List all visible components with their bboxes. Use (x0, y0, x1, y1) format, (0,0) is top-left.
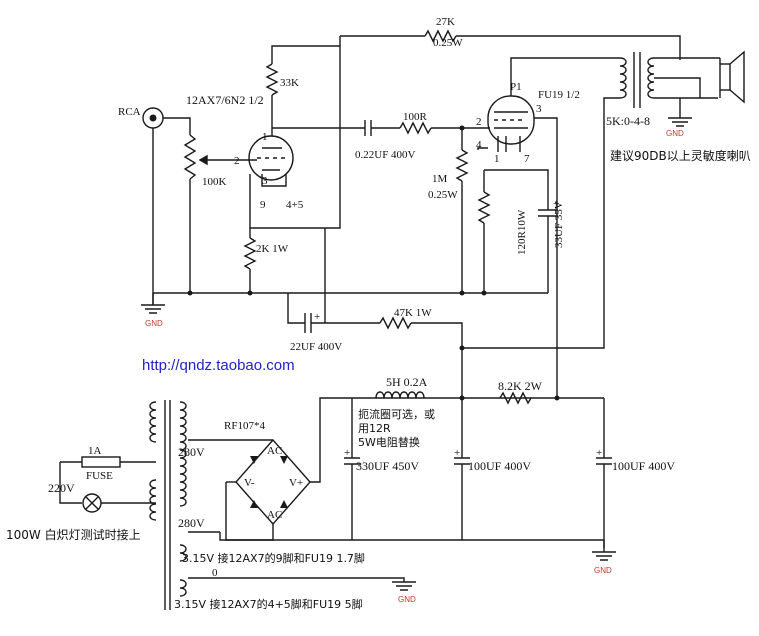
mains-label: 220V (48, 481, 75, 495)
ground-icon (592, 540, 616, 561)
r100-label: 100R (403, 111, 428, 123)
power-transformer-icon (149, 400, 187, 610)
output-transformer-icon (619, 52, 655, 108)
p1-label: P1 (510, 81, 522, 93)
grid-leak-1m (455, 149, 469, 182)
tube2-pin7: 7 (524, 153, 530, 165)
tube1-pin9: 9 (260, 199, 266, 211)
c33-plus: + (553, 198, 559, 210)
vplus-label: V+ (289, 477, 303, 489)
r1m-label: 1M (432, 173, 448, 185)
filter-resistor-8k2 (499, 391, 532, 405)
tube-fu19-icon (487, 95, 535, 152)
speaker-note: 建议90DB以上灵敏度喇叭 (610, 148, 751, 163)
bulb-note: 100W 白炽灯测试时接上 (6, 527, 141, 542)
c100b-label: 100UF 400V (612, 459, 675, 473)
shop-url[interactable]: http://qndz.taobao.com (142, 357, 295, 374)
ot-label: 5K:0-4-8 (606, 114, 650, 128)
tube-12ax7-icon (248, 135, 294, 187)
c22-plus: + (314, 311, 320, 323)
plate-resistor-33k (265, 63, 279, 96)
c100a-plus: + (454, 447, 460, 459)
ground-icon (668, 117, 692, 127)
choke-label: 5H 0.2A (386, 375, 428, 389)
rca-label: RCA (118, 106, 141, 118)
fuse-label: FUSE (86, 470, 113, 482)
choke-note-2: 用12R (358, 422, 391, 435)
c100b-plus: + (596, 447, 602, 459)
choke-note-3: 5W电阻替换 (358, 435, 420, 449)
test-bulb-icon (82, 493, 102, 513)
r27k-watt: 0.25W (433, 37, 463, 49)
c33-label: 33UF 35V (553, 201, 565, 248)
fuse-rating: 1A (88, 445, 102, 457)
gnd-label-psu: GND (594, 566, 612, 575)
cathode-resistor-120r (477, 191, 491, 224)
ground-icon (392, 581, 416, 591)
dropping-resistor-47k (379, 316, 412, 330)
tube1-pin3: 3 (262, 175, 268, 187)
r82k-label: 8.2K 2W (498, 379, 543, 393)
volume-label: 100K (202, 176, 227, 188)
r1m-watt: 0.25W (428, 189, 458, 201)
r2k-label: 2K 1W (256, 243, 289, 255)
tube1-label: 12AX7/6N2 1/2 (186, 93, 264, 107)
vminus-label: V- (244, 477, 255, 489)
v280a-label: 280V (178, 445, 205, 459)
heater1-note: 3.15V 接12AX7的9脚和FU19 1.7脚 (182, 551, 365, 565)
c22-label: 22UF 400V (290, 341, 342, 353)
tube2-pin1: 1 (494, 153, 500, 165)
r47k-label: 47K 1W (394, 307, 432, 319)
heater2-note: 3.15V 接12AX7的4+5脚和FU19 5脚 (174, 597, 363, 611)
rectifier-label: RF107*4 (224, 420, 265, 432)
choke-note-1: 扼流圈可选，或 (358, 407, 435, 421)
choke-icon (375, 391, 425, 399)
fuse-icon (81, 456, 121, 468)
tube2-pin2: 2 (476, 116, 482, 128)
grid-stopper-100r (399, 121, 432, 135)
r120-label: 120R10W (516, 209, 528, 255)
heater-zero: 0 (212, 567, 218, 579)
rca-jack-icon (142, 107, 164, 129)
speaker-icon (719, 50, 745, 104)
tube1-pin45: 4+5 (286, 199, 304, 211)
tube2-label: FU19 1/2 (538, 89, 580, 101)
ac-bottom-label: AC (267, 509, 282, 521)
c330-plus: + (344, 447, 350, 459)
r27k-label: 27K (436, 16, 455, 28)
feedback-resistor-27k (424, 29, 457, 43)
gnd-label-input: GND (145, 319, 163, 328)
c330-label: 330UF 450V (356, 459, 419, 473)
tube2-pin3: 3 (536, 103, 542, 115)
c100a-label: 100UF 400V (468, 459, 531, 473)
tube2-pin4: 4 (476, 139, 482, 151)
ac-top-label: AC (267, 445, 282, 457)
volume-pot (183, 134, 197, 180)
gnd-label-ot: GND (666, 129, 684, 138)
tube1-pin1: 1 (262, 131, 268, 143)
tube1-pin2: 2 (234, 155, 240, 167)
v280b-label: 280V (178, 516, 205, 530)
ground-icon (141, 293, 165, 314)
r33k-label: 33K (280, 77, 299, 89)
cathode-resistor-2k (243, 237, 257, 270)
gnd-label-heater: GND (398, 595, 416, 604)
c022-label: 0.22UF 400V (355, 149, 416, 161)
